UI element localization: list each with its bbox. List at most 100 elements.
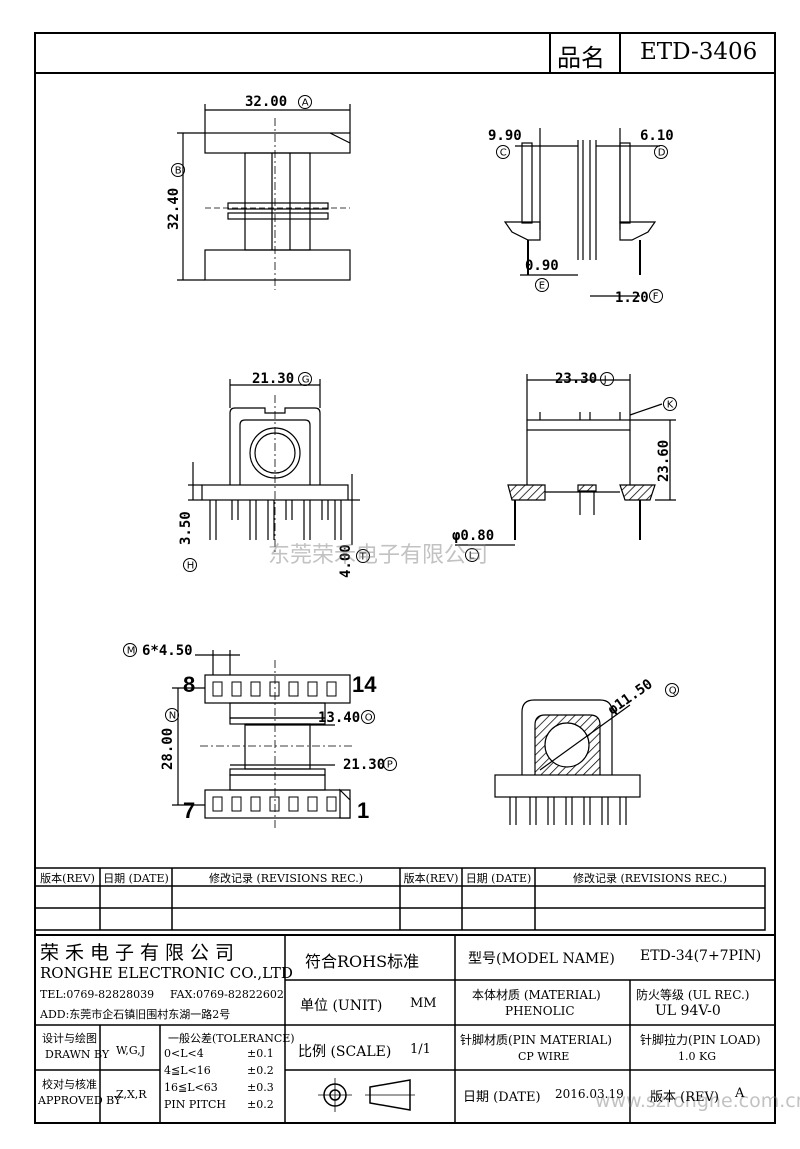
company-address: ADD:东莞市企石镇旧围村东湖一路2号 bbox=[40, 1008, 231, 1021]
pinsTop-pin bbox=[250, 681, 261, 697]
label-j-circle bbox=[600, 372, 614, 386]
dim-o: 13.40 bbox=[318, 710, 360, 726]
label-d-circle bbox=[654, 145, 668, 159]
dim-n: 28.00 bbox=[160, 728, 176, 770]
label-l-circle bbox=[465, 548, 479, 562]
dim-q: φ11.50 bbox=[605, 676, 656, 718]
label-n-circle bbox=[165, 708, 179, 722]
fire-rating-label: 防火等级 (UL REC.) bbox=[636, 988, 750, 1002]
approved-by-label-en: APPROVED BY bbox=[38, 1094, 122, 1107]
pinsTop-pin bbox=[326, 681, 337, 697]
scale-value: 1/1 bbox=[410, 1042, 431, 1057]
label-h-circle bbox=[183, 558, 197, 572]
label-g: G bbox=[302, 375, 310, 386]
label-f: F bbox=[653, 292, 659, 303]
isometric-view bbox=[494, 699, 641, 825]
section-view bbox=[455, 374, 676, 546]
label-m-circle bbox=[123, 643, 137, 657]
pin-label-7: 7 bbox=[183, 798, 195, 823]
company-name-cn: 荣禾电子有限公司 bbox=[40, 942, 241, 964]
company-tel: TEL:0769-82828039 bbox=[40, 988, 155, 1001]
tolerance-range-1: 0<L<4 bbox=[164, 1047, 204, 1060]
dim-j: 23.30 bbox=[555, 371, 597, 387]
tolerance-value-2: ±0.2 bbox=[247, 1064, 274, 1077]
rec-header-2: 修改记录 (REVISIONS REC.) bbox=[572, 872, 728, 885]
tolerance-value-3: ±0.3 bbox=[247, 1081, 274, 1094]
tolerance-title: 一般公差(TOLERANCE) bbox=[168, 1032, 295, 1045]
version-value: A bbox=[735, 1086, 745, 1101]
dim-a: 32.00 bbox=[245, 94, 287, 110]
label-p: P bbox=[387, 760, 393, 771]
pinsTop-pin bbox=[212, 681, 223, 697]
pinsBottom-pin bbox=[250, 796, 261, 812]
label-c: C bbox=[500, 148, 507, 159]
unit-label: 单位 (UNIT) bbox=[300, 998, 383, 1014]
model-value: ETD-34(7+7PIN) bbox=[640, 948, 762, 964]
dim-t: 4.00 bbox=[338, 544, 354, 578]
label-l: L bbox=[469, 551, 475, 562]
label-e-circle bbox=[535, 278, 549, 292]
dim-h: 3.50 bbox=[178, 511, 194, 545]
label-k-circle bbox=[663, 397, 677, 411]
label-o-circle bbox=[361, 710, 375, 724]
label-t-circle bbox=[356, 549, 370, 563]
pinsTop-pin bbox=[231, 681, 242, 697]
label-f-circle bbox=[649, 289, 663, 303]
company-fax: FAX:0769-82822602 bbox=[170, 988, 284, 1001]
pin-label-1: 1 bbox=[357, 798, 369, 823]
label-b: B bbox=[175, 166, 182, 177]
front-view bbox=[177, 104, 351, 290]
part-number: ETD-3406 bbox=[640, 39, 758, 65]
dim-d: 6.10 bbox=[640, 128, 674, 144]
fire-rating-value: UL 94V-0 bbox=[655, 1003, 721, 1019]
pin-load-label: 针脚拉力(PIN LOAD) bbox=[640, 1033, 761, 1047]
rev-header-1: 版本(REV) bbox=[40, 872, 95, 885]
label-b-circle bbox=[171, 163, 185, 177]
watermark-center: 东莞荣禾电子有限公司 bbox=[268, 543, 489, 568]
pin-label-8: 8 bbox=[183, 672, 195, 697]
dim-g: 21.30 bbox=[252, 371, 294, 387]
date-header-1: 日期 (DATE) bbox=[103, 872, 169, 885]
material-value: PHENOLIC bbox=[505, 1004, 575, 1018]
unit-value: MM bbox=[410, 996, 437, 1011]
model-label: 型号(MODEL NAME) bbox=[468, 951, 615, 967]
pinsBottom-pin bbox=[326, 796, 337, 812]
drawn-by-value: W,G,J bbox=[116, 1044, 146, 1057]
dim-l: φ0.80 bbox=[452, 528, 494, 544]
tolerance-value-1: ±0.1 bbox=[247, 1047, 274, 1060]
pin-load-value: 1.0 KG bbox=[678, 1050, 716, 1063]
approved-by-label-cn: 校对与核准 bbox=[42, 1078, 97, 1091]
label-j: J bbox=[603, 375, 607, 386]
company-name-en: RONGHE ELECTRONIC CO.,LTD bbox=[40, 964, 293, 982]
dim-e: 0.90 bbox=[525, 258, 559, 274]
pinsBottom-pin bbox=[288, 796, 299, 812]
label-p-circle bbox=[383, 757, 397, 771]
label-d: D bbox=[658, 148, 666, 159]
dim-p: 21.30 bbox=[343, 757, 385, 773]
dim-b: 32.40 bbox=[166, 188, 182, 230]
pin-name-label: 品名 bbox=[557, 44, 605, 72]
date-value: 2016.03.19 bbox=[555, 1087, 624, 1101]
label-o: O bbox=[365, 713, 373, 724]
approved-by-value: Z,X,R bbox=[116, 1088, 147, 1101]
tolerance-range-4: PIN PITCH bbox=[164, 1098, 226, 1111]
end-view bbox=[188, 379, 360, 555]
tolerance-range-3: 16≦L<63 bbox=[164, 1081, 218, 1094]
date-header-2: 日期 (DATE) bbox=[465, 872, 532, 885]
dim-m: 6*4.50 bbox=[142, 643, 193, 659]
outer-frame bbox=[34, 32, 776, 1124]
label-t: T bbox=[359, 552, 367, 563]
pin-label-14: 14 bbox=[352, 672, 377, 697]
date-label: 日期 (DATE) bbox=[463, 1090, 541, 1105]
label-q-circle bbox=[665, 683, 679, 697]
bottom-view bbox=[172, 650, 355, 830]
tolerance-value-4: ±0.2 bbox=[247, 1098, 274, 1111]
pinsBottom-pin bbox=[307, 796, 318, 812]
label-a: A bbox=[302, 98, 309, 109]
pinsBottom-pin bbox=[212, 796, 223, 812]
watermark-bottom: www.szronghe.com.cn bbox=[595, 1090, 800, 1112]
rec-header-1: 修改记录 (REVISIONS REC.) bbox=[208, 872, 364, 885]
label-e: E bbox=[539, 281, 545, 292]
label-n: N bbox=[169, 711, 176, 722]
